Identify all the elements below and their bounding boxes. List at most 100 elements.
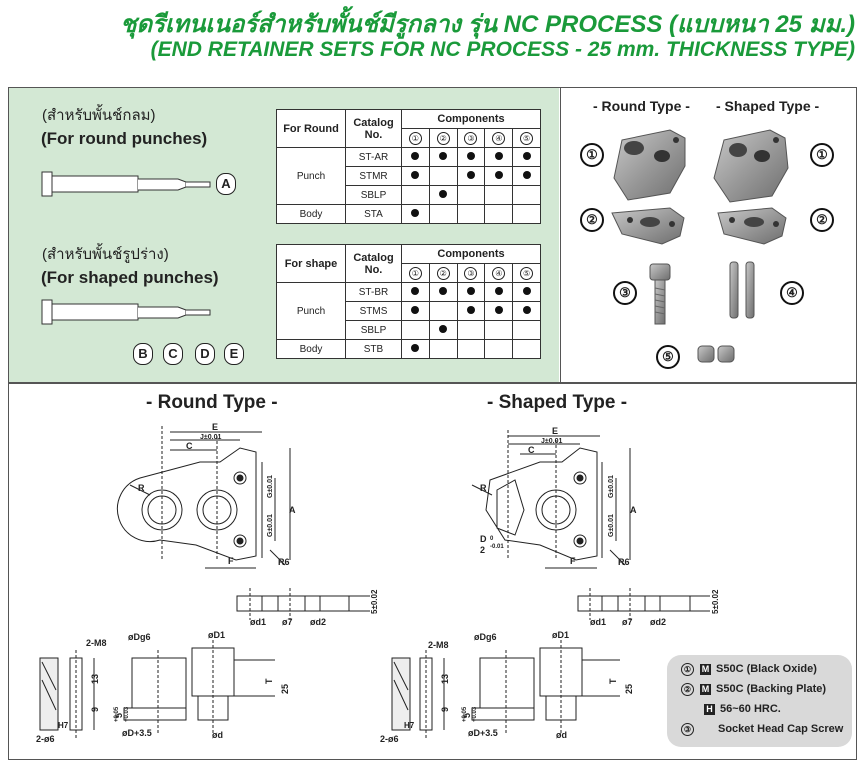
dim-tol-003: +0.03: [472, 706, 478, 722]
included-dot-icon: [522, 305, 531, 314]
dim-d1: ød1: [250, 617, 266, 627]
shaped-section-view: [391, 640, 620, 740]
included-dot-icon: [494, 170, 503, 179]
shape-label-english: (For shaped punches): [41, 268, 219, 287]
dim-five: 5±0.02: [370, 589, 379, 614]
round-section-labels: 2-M8 øDg6 øD1 13 9 T 25 H7 2-ø6 øD+3.5 ø…: [36, 630, 290, 744]
included-dot-icon: [439, 286, 448, 295]
included-dot-icon: [411, 208, 420, 217]
component-mark-cell: [512, 166, 541, 186]
punch-type-badge-e: E: [224, 343, 244, 365]
dim-dg6: øDg6: [474, 632, 497, 642]
dim-d1-bore: øD1: [208, 630, 225, 640]
component-number: ④: [492, 131, 506, 145]
shaped-section-labels: 2-M8 øDg6 øD1 13 9 T 25 H7 2-ø6 øD+3.5 ø…: [380, 630, 634, 744]
set-screws-photo: [697, 345, 735, 363]
dim-r: R: [138, 483, 145, 493]
row-group-body: Body: [276, 204, 346, 224]
component-photos: [611, 129, 789, 363]
dim-d2: ød2: [310, 617, 326, 627]
shaped-punch-icon: [41, 299, 211, 325]
included-dot-icon: [411, 151, 420, 160]
shaped-side-view-plate: [577, 588, 710, 620]
round-top-view: [116, 426, 291, 569]
dim-two: 2: [480, 545, 485, 555]
page-title-english: (END RETAINER SETS FOR NC PROCESS - 25 m…: [150, 38, 855, 61]
punch-type-badge-b: B: [133, 343, 153, 365]
dim-9: 9: [440, 707, 450, 712]
component-number: ④: [492, 266, 506, 280]
dim-r6: R6: [618, 557, 630, 567]
dim-five-small: 5: [114, 713, 124, 718]
hardness-mark: H: [704, 704, 715, 715]
photo-number-3: ③: [613, 281, 637, 305]
round-label-english: (For round punches): [41, 129, 208, 148]
dim-f: F: [570, 556, 576, 566]
dim-g-lower: G±0.01: [608, 514, 615, 537]
dim-tol-005: +0.05: [462, 706, 468, 722]
dim-f: F: [228, 556, 234, 566]
dim-phi6: 2-ø6: [380, 734, 399, 744]
table-header-type: For shape: [276, 244, 346, 283]
catalog-cell: STA: [345, 204, 402, 224]
photo-number-2-left: ②: [580, 208, 604, 232]
dim-9: 9: [90, 707, 100, 712]
included-dot-icon: [466, 305, 475, 314]
dim-five-small: 5: [462, 713, 472, 718]
included-dot-icon: [411, 286, 420, 295]
included-dot-icon: [522, 286, 531, 295]
dim-d-tol-top: 0: [490, 536, 494, 542]
component-number: ③: [464, 131, 478, 145]
included-dot-icon: [522, 151, 531, 160]
dim-c: C: [528, 445, 535, 455]
dim-25: 25: [624, 684, 634, 694]
dowel-pins-photo: [729, 261, 755, 319]
dim-r: R: [480, 483, 487, 493]
included-dot-icon: [439, 189, 448, 198]
component-number: ②: [436, 131, 450, 145]
material-mark: M: [700, 684, 711, 695]
component-number: ①: [408, 266, 422, 280]
dim-g-upper: G±0.01: [608, 475, 615, 498]
shape-components-table: For shape Catalog No. Components ① ② ③ ④…: [276, 244, 541, 359]
dim-t: T: [264, 678, 274, 684]
page-title-thai: ชุดรีเทนเนอร์สำหรับพั้นช์มีรูกลาง รุ่น N…: [120, 11, 855, 38]
photo-number-1-left: ①: [580, 143, 604, 167]
dim-h7: H7: [404, 721, 415, 730]
cap-screw-photo: [649, 263, 671, 325]
included-dot-icon: [411, 170, 420, 179]
legend-text: S50C (Backing Plate): [716, 683, 827, 695]
component-mark-cell: [512, 147, 541, 167]
component-photos-panel: [560, 88, 857, 382]
round-backing-plate-photo: [611, 207, 685, 245]
dim-j: J±0.01: [541, 438, 562, 445]
component-mark-cell: [512, 339, 541, 359]
drawing-round-title: - Round Type -: [146, 392, 278, 413]
component-number: ⑤: [520, 131, 534, 145]
punch-type-badge-d: D: [195, 343, 215, 365]
round-section-view: [39, 640, 275, 740]
dim-g-upper: G±0.01: [267, 475, 274, 498]
dim-d: ød: [212, 730, 223, 740]
dim-a: A: [630, 505, 637, 515]
dim-d: ød: [556, 730, 567, 740]
round-side-view-plate: [236, 588, 370, 620]
dim-g-lower: G±0.01: [267, 514, 274, 537]
section-divider: [9, 382, 856, 384]
legend-text: 56~60 HRC.: [720, 703, 781, 715]
dim-tol-005: +0.05: [114, 706, 120, 722]
dim-d2: ød2: [650, 617, 666, 627]
included-dot-icon: [494, 151, 503, 160]
photo-shaped-title: - Shaped Type -: [716, 98, 820, 114]
catalog-cell: STB: [345, 339, 402, 359]
dim-e: E: [552, 426, 558, 436]
photo-number-4: ④: [780, 281, 804, 305]
drawing-shaped-title: - Shaped Type -: [487, 392, 628, 413]
legend-number: ②: [681, 683, 694, 696]
included-dot-icon: [466, 170, 475, 179]
included-dot-icon: [522, 170, 531, 179]
dim-d1: ød1: [590, 617, 606, 627]
dim-d7: ø7: [282, 617, 293, 627]
